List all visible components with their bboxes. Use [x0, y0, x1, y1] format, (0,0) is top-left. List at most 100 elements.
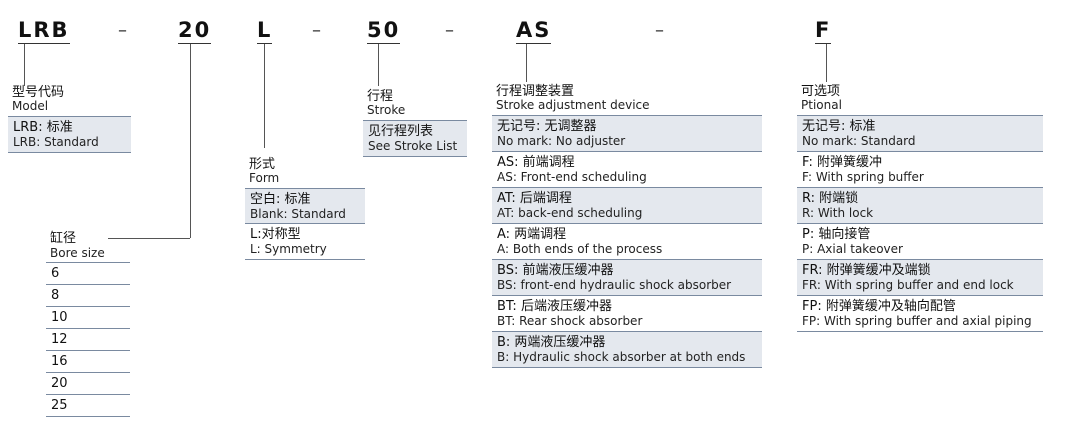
- item-en: F: With spring buffer: [802, 170, 924, 184]
- option-title-en: Ptional: [801, 98, 842, 112]
- bore-value: 6: [51, 266, 60, 281]
- list-item: 见行程列表 See Stroke List: [363, 121, 467, 157]
- item-cn: F: 附弹簧缓冲: [802, 155, 882, 170]
- item-cn: BT: 后端液压缓冲器: [497, 299, 612, 314]
- item-cn: FP: 附弹簧缓冲及轴向配管: [802, 299, 956, 314]
- list-item: 8: [46, 285, 130, 307]
- code-adjust: AS: [516, 18, 552, 44]
- adjust-title-cn: 行程调整装置: [496, 84, 575, 99]
- stroke-table: 见行程列表 See Stroke List: [363, 120, 467, 157]
- list-item: 25: [46, 395, 130, 417]
- item-en: Blank: Standard: [250, 207, 346, 221]
- option-title-cn: 可选项: [801, 84, 841, 99]
- list-item: 10: [46, 307, 130, 329]
- table-top-rule: [46, 262, 130, 263]
- model-title-en: Model: [12, 99, 49, 113]
- item-cn: A: 两端调程: [497, 227, 567, 242]
- bore-value: 16: [51, 354, 68, 369]
- item-cn: B: 两端液压缓冲器: [497, 335, 606, 350]
- connector-model: [24, 44, 25, 86]
- list-item: AT: 后端调程 AT: back-end scheduling: [492, 188, 762, 224]
- stroke-title-cn: 行程: [367, 89, 394, 104]
- adjust-table: 无记号: 无调整器 No mark: No adjuster AS: 前端调程 …: [492, 115, 762, 368]
- item-cn: FR: 附弹簧缓冲及端锁: [802, 263, 931, 278]
- code-separator: –: [118, 20, 127, 41]
- item-en: P: Axial takeover: [802, 242, 903, 256]
- list-item: 12: [46, 329, 130, 351]
- table-top-rule: [797, 115, 1043, 116]
- code-model: LRB: [18, 18, 70, 44]
- item-cn: L:对称型: [250, 227, 301, 242]
- list-item: A: 两端调程 A: Both ends of the process: [492, 224, 762, 260]
- item-en: LRB: Standard: [13, 135, 99, 149]
- form-title-cn: 形式: [249, 157, 276, 172]
- code-separator: –: [445, 20, 454, 41]
- item-cn: LRB: 标准: [13, 120, 73, 135]
- connector-option: [826, 44, 827, 82]
- list-item: L:对称型 L: Symmetry: [245, 224, 365, 260]
- connector-bore: [190, 44, 191, 238]
- bore-value: 10: [51, 310, 68, 325]
- list-item: 无记号: 标准 No mark: Standard: [797, 116, 1043, 152]
- list-item: AS: 前端调程 AS: Front-end scheduling: [492, 152, 762, 188]
- bore-table: 6 8 10 12 16 20 25: [46, 262, 130, 418]
- item-en: B: Hydraulic shock absorber at both ends: [497, 350, 746, 364]
- item-en: FR: With spring buffer and end lock: [802, 278, 1014, 292]
- bore-value: 25: [51, 398, 68, 413]
- item-cn: AS: 前端调程: [497, 155, 575, 170]
- code-separator: –: [655, 20, 664, 41]
- item-en: R: With lock: [802, 206, 874, 220]
- adjust-title-en: Stroke adjustment device: [496, 98, 650, 112]
- list-item: F: 附弹簧缓冲 F: With spring buffer: [797, 152, 1043, 188]
- code-separator: –: [312, 20, 321, 41]
- stroke-title-en: Stroke: [367, 103, 406, 117]
- item-cn: 无记号: 无调整器: [497, 119, 597, 134]
- table-top-rule: [245, 188, 365, 189]
- item-en: BS: front-end hydraulic shock absorber: [497, 278, 732, 292]
- bore-value: 20: [51, 376, 68, 391]
- connector-bore-horizontal: [108, 238, 190, 239]
- list-item: 空白: 标准 Blank: Standard: [245, 189, 365, 224]
- list-item: B: 两端液压缓冲器 B: Hydraulic shock absorber a…: [492, 332, 762, 368]
- table-top-rule: [492, 115, 762, 116]
- list-item: 6: [46, 263, 130, 285]
- bore-value: 8: [51, 288, 60, 303]
- connector-stroke: [378, 44, 379, 86]
- item-en: No mark: Standard: [802, 134, 916, 148]
- list-item: FP: 附弹簧缓冲及轴向配管 FP: With spring buffer an…: [797, 296, 1043, 332]
- option-table: 无记号: 标准 No mark: Standard F: 附弹簧缓冲 F: Wi…: [797, 115, 1043, 332]
- form-table: 空白: 标准 Blank: Standard L:对称型 L: Symmetry: [245, 188, 365, 260]
- list-item: BS: 前端液压缓冲器 BS: front-end hydraulic shoc…: [492, 260, 762, 296]
- item-cn: 见行程列表: [368, 124, 434, 139]
- list-item: FR: 附弹簧缓冲及端锁 FR: With spring buffer and …: [797, 260, 1043, 296]
- item-cn: BS: 前端液压缓冲器: [497, 263, 614, 278]
- table-top-rule: [8, 116, 131, 117]
- item-en: See Stroke List: [368, 139, 458, 153]
- connector-form: [264, 44, 265, 148]
- list-item: R: 附端锁 R: With lock: [797, 188, 1043, 224]
- code-option: F: [815, 18, 832, 44]
- list-item: 20: [46, 373, 130, 395]
- item-en: BT: Rear shock absorber: [497, 314, 643, 328]
- item-cn: 无记号: 标准: [802, 119, 876, 134]
- item-en: L: Symmetry: [250, 242, 327, 256]
- item-cn: P: 轴向接管: [802, 227, 871, 242]
- list-item: 无记号: 无调整器 No mark: No adjuster: [492, 116, 762, 152]
- item-en: A: Both ends of the process: [497, 242, 663, 256]
- item-en: FP: With spring buffer and axial piping: [802, 314, 1032, 328]
- item-en: AS: Front-end scheduling: [497, 170, 647, 184]
- item-en: AT: back-end scheduling: [497, 206, 643, 220]
- list-item: LRB: 标准 LRB: Standard: [8, 117, 131, 153]
- item-cn: 空白: 标准: [250, 192, 311, 207]
- code-stroke: 50: [367, 18, 401, 44]
- model-title-cn: 型号代码: [12, 85, 65, 100]
- bore-title-cn: 缸径: [50, 231, 77, 246]
- code-form: L: [257, 18, 273, 44]
- table-top-rule: [363, 120, 467, 121]
- bore-title-en: Bore size: [50, 246, 105, 260]
- list-item: BT: 后端液压缓冲器 BT: Rear shock absorber: [492, 296, 762, 332]
- code-bore: 20: [178, 18, 212, 44]
- form-title-en: Form: [249, 171, 280, 185]
- item-cn: AT: 后端调程: [497, 191, 572, 206]
- list-item: 16: [46, 351, 130, 373]
